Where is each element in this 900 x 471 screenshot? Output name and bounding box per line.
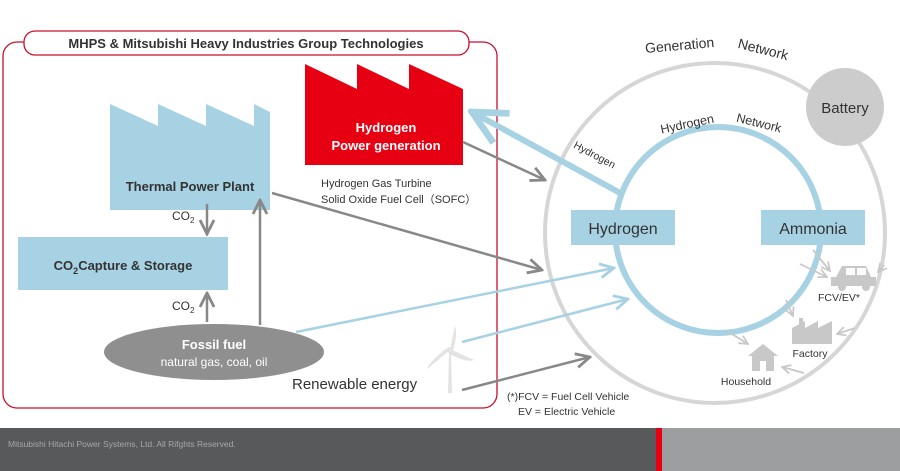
footer-red-accent	[656, 428, 662, 471]
generation-network-ring	[543, 61, 887, 405]
hpg-desc-2: Solid Oxide Fuel Cell（SOFC）	[321, 193, 476, 206]
arrow-ring-to-house	[726, 330, 748, 344]
arrow-ammonia-to-car	[812, 249, 830, 271]
fossil-fuel-title: Fossil fuel	[182, 337, 246, 352]
hpg-desc-1: Hydrogen Gas Turbine	[321, 178, 432, 190]
fcv-ev-label: FCV/EV*	[818, 292, 860, 304]
footer-light-band	[662, 428, 900, 471]
footer-dark-band	[0, 428, 656, 471]
footnote-1: (*)FCV = Fuel Cell Vehicle	[507, 391, 629, 403]
house-icon	[748, 344, 778, 371]
hydrogen-power-factory-icon	[305, 64, 463, 165]
footer-bar: Mitsubishi Hitachi Power Systems, Ltd. A…	[0, 428, 900, 471]
fossil-fuel-node	[104, 324, 324, 380]
ccs-label: CO2Capture & Storage	[54, 258, 193, 276]
hydrogen-arrow-label: Hydrogen	[571, 139, 617, 171]
car-icon	[831, 266, 876, 291]
arrow-outer-to-house	[782, 367, 805, 373]
ammonia-node-label: Ammonia	[779, 221, 847, 238]
generation-network-label-1: Generation	[644, 34, 714, 56]
fossil-fuel-sub: natural gas, coal, oil	[161, 355, 268, 369]
group-title: MHPS & Mitsubishi Heavy Industries Group…	[68, 36, 423, 51]
wind-turbine-icon	[427, 326, 474, 393]
factory-label: Factory	[792, 348, 828, 360]
arrow-thermal-to-network	[271, 191, 542, 270]
battery-label: Battery	[821, 100, 869, 117]
arrow-ring-to-car	[799, 263, 827, 277]
co2-label-lower: CO2	[172, 299, 195, 315]
thermal-plant-label: Thermal Power Plant	[126, 179, 255, 194]
arrow-fossil-to-hydrogen	[295, 268, 614, 334]
copyright-text: Mitsubishi Hitachi Power Systems, Ltd. A…	[8, 439, 236, 449]
footnote-2: EV = Electric Vehicle	[518, 406, 615, 418]
arrow-renewable-to-network	[461, 357, 590, 392]
hydrogen-node-label: Hydrogen	[588, 221, 657, 238]
factory-icon	[792, 318, 832, 344]
hydrogen-power-label-1: Hydrogen	[356, 120, 417, 135]
hydrogen-node	[571, 210, 675, 245]
battery-node	[806, 68, 884, 146]
household-label: Household	[721, 376, 771, 388]
generation-network-label-2: Network	[736, 35, 791, 63]
renewable-label: Renewable energy	[292, 376, 418, 393]
arrow-outer-to-car	[878, 265, 884, 272]
arrow-hydrogen-to-hpg	[472, 112, 624, 197]
arrow-ring-to-factory	[786, 299, 793, 316]
arrow-renewable-to-hydrogen	[461, 299, 628, 344]
thermal-plant-factory-icon	[110, 104, 270, 210]
arrow-outer-to-factory	[837, 328, 856, 334]
ammonia-node	[761, 210, 865, 245]
co2-label-upper: CO2	[172, 209, 195, 225]
hydrogen-power-label-2: Power generation	[331, 138, 440, 153]
arrow-hpg-to-network	[462, 140, 545, 180]
co2-capture-box	[18, 237, 228, 290]
